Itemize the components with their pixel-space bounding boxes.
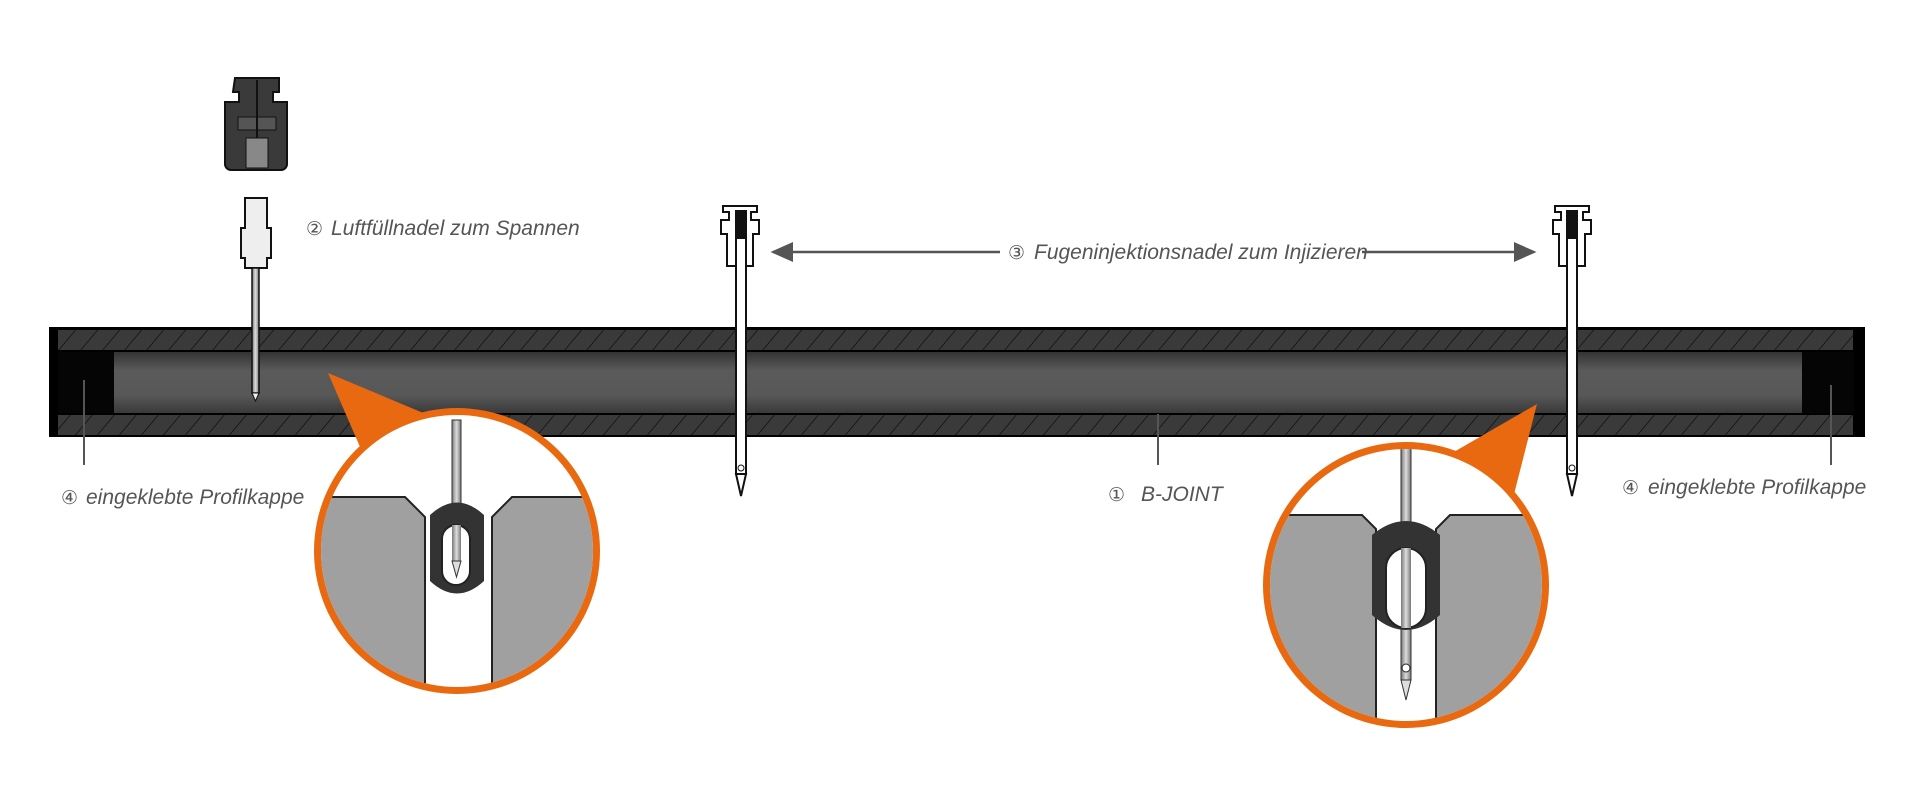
label-cap-right: ④ eingeklebte Profilkappe (1622, 476, 1866, 499)
profile-cap-left (58, 352, 114, 413)
label-text: eingeklebte Profilkappe (1648, 476, 1866, 499)
label-text: Luftfüllnadel zum Spannen (331, 217, 580, 240)
b-joint-profile (49, 327, 1865, 437)
air-fill-needle (240, 197, 272, 403)
label-injection-needle: ③ Fugeninjektionsnadel zum Injizieren (1008, 241, 1368, 264)
label-number: ④ (61, 487, 78, 509)
label-number: ③ (1008, 242, 1025, 264)
injection-needle-left (720, 205, 760, 497)
detail-magnifier-right (1263, 404, 1549, 728)
label-joint: ① B-JOINT (1108, 483, 1225, 506)
label-text: eingeklebte Profilkappe (86, 486, 304, 509)
valve-cap (224, 77, 288, 171)
label-number: ② (306, 218, 323, 240)
injection-needle-right (1552, 205, 1592, 497)
profile-cap-right (1802, 352, 1854, 413)
label-number: ① (1108, 484, 1125, 506)
label-text: Fugeninjektionsnadel zum Injizieren (1034, 241, 1368, 264)
label-text: B-JOINT (1141, 483, 1225, 506)
label-cap-left: ④ eingeklebte Profilkappe (61, 486, 304, 509)
label-air-needle: ② Luftfüllnadel zum Spannen (306, 217, 580, 240)
label-number: ④ (1622, 477, 1639, 499)
